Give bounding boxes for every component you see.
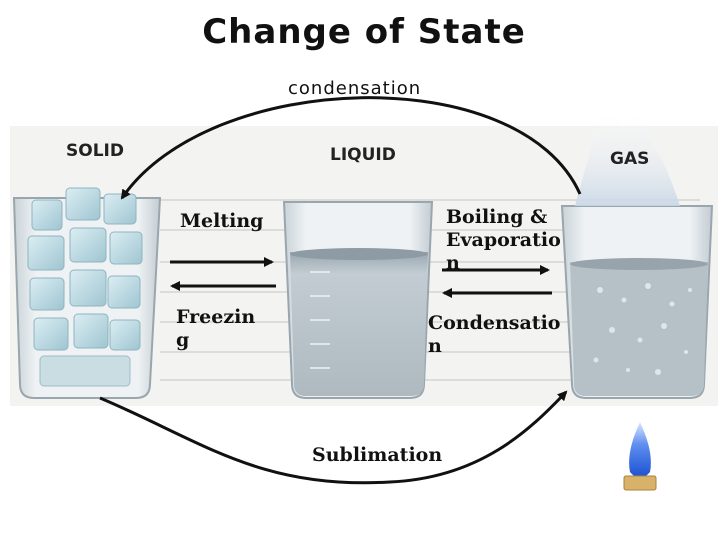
beaker-water-icon [282, 201, 434, 399]
state-liquid-label: LIQUID [330, 145, 396, 165]
page-title: Change of State [202, 12, 526, 52]
condensation-arrow [120, 96, 582, 200]
condensation-label: Condensation [428, 312, 561, 357]
freezing-label: Freezing [176, 306, 256, 351]
boiling-evaporation-label: Boiling & Evaporation [446, 206, 561, 274]
state-solid-label: SOLID [66, 141, 124, 161]
sublimation-label: Sublimation [312, 444, 443, 466]
condensation-top-label: condensation [288, 78, 422, 99]
beaker-ice-icon [12, 187, 162, 399]
state-gas-label: GAS [610, 149, 649, 169]
melting-label: Melting [180, 210, 264, 232]
beaker-gas-icon [560, 107, 714, 399]
flame-icon [623, 422, 657, 491]
sublimation-arrow [99, 390, 568, 485]
